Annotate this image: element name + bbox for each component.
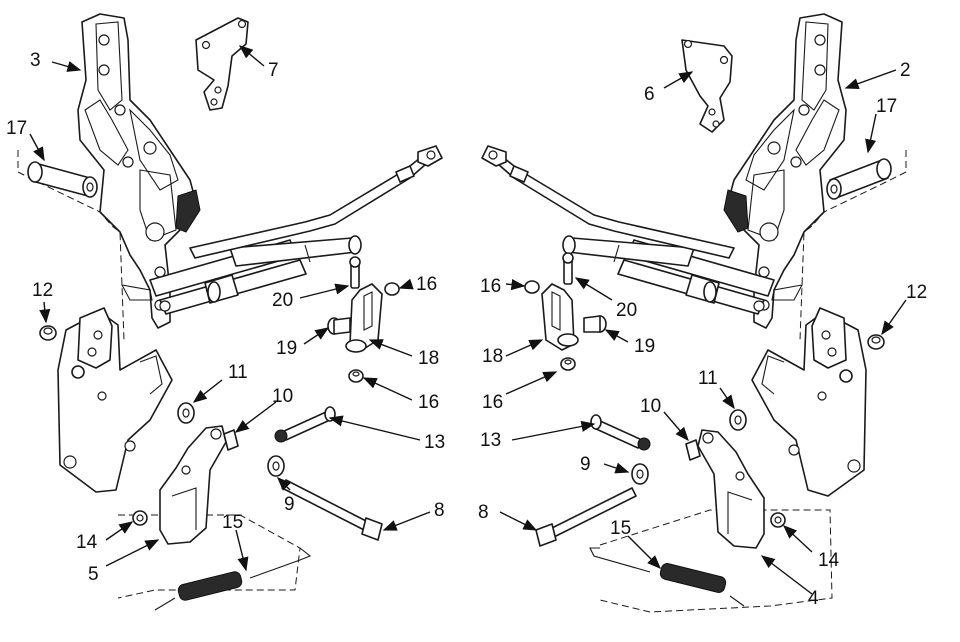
nut-left-16-lower [348, 369, 364, 383]
spring-left-15 [154, 547, 312, 611]
callout-16-b: 16 [418, 392, 439, 413]
lift-rod-left [189, 145, 443, 259]
nut-right-12 [867, 334, 885, 350]
callout-18-right: 18 [482, 346, 503, 367]
gas-strut-left-upper [149, 235, 362, 297]
callout-16-d: 16 [482, 392, 503, 413]
roller-tube-right [826, 158, 892, 200]
callout-14-left: 14 [76, 532, 98, 553]
callout-7: 7 [268, 60, 279, 81]
callout-10-right: 10 [640, 396, 661, 417]
callout-16-c: 16 [480, 276, 501, 297]
callout-5: 5 [88, 564, 99, 585]
leader-lines [29, 45, 907, 595]
nut-left-12 [39, 325, 57, 341]
callout-20-left: 20 [272, 290, 293, 311]
callout-8-right: 8 [478, 502, 489, 523]
callout-14-right: 14 [818, 550, 840, 571]
left-assembly [17, 13, 443, 611]
washer-left-11 [177, 402, 195, 424]
nut-right-16-upper [524, 280, 540, 294]
spring-right-15 [589, 547, 745, 607]
nut-left-14 [132, 510, 148, 526]
nut-left-16-upper [384, 282, 400, 296]
callout-17-right: 17 [876, 96, 897, 117]
right-spring-reference [599, 509, 833, 613]
callout-20-right: 20 [616, 300, 637, 321]
callout-11-left: 11 [228, 362, 248, 383]
right-assembly [481, 13, 907, 613]
callout-8-left: 8 [434, 500, 445, 521]
mounting-plate-right [751, 307, 867, 497]
callout-10-left: 10 [272, 386, 293, 407]
bracket-plate-right [681, 39, 733, 133]
callout-12-left: 12 [32, 280, 53, 301]
hinge-bracket-left [77, 13, 201, 329]
bushing-left-10 [223, 429, 239, 451]
callout-13-left: 13 [424, 432, 445, 453]
gas-strut-right-lower [617, 259, 765, 315]
bolt-left-13 [274, 406, 336, 443]
callout-12-right: 12 [906, 282, 927, 303]
pin-left-20 [349, 256, 361, 289]
callout-15-left: 15 [222, 512, 243, 533]
gas-strut-right-upper [562, 235, 775, 297]
pivot-bracket-right [697, 429, 765, 549]
callout-2: 2 [900, 60, 911, 81]
mounting-plate-left [57, 307, 173, 493]
washer-right-11 [729, 409, 747, 431]
pin-right-20 [562, 252, 574, 285]
nut-right-14 [770, 512, 786, 528]
lift-rod-right [481, 145, 735, 259]
callout-labels: 3 7 17 12 11 10 13 9 8 14 5 15 20 19 16 … [6, 50, 927, 609]
clevis-pin-right-19 [583, 315, 607, 333]
shaft-left-8 [281, 479, 383, 541]
bushing-right-10 [685, 439, 701, 461]
callout-18-left: 18 [418, 348, 439, 369]
callout-16-a: 16 [416, 274, 437, 295]
callout-19-left: 19 [276, 338, 297, 359]
washer-right-9 [631, 463, 649, 485]
callout-9-left: 9 [284, 494, 295, 515]
callout-11-right: 11 [698, 368, 718, 389]
callout-4: 4 [808, 588, 819, 609]
shaft-right-8 [535, 487, 637, 547]
callout-6: 6 [644, 84, 655, 105]
bracket-left-18 [345, 283, 383, 353]
callout-3: 3 [30, 50, 41, 71]
left-spring-reference [117, 514, 301, 599]
callout-9-right: 9 [580, 454, 591, 475]
bolt-right-13 [590, 414, 651, 451]
gas-strut-left-lower [159, 259, 307, 315]
bracket-plate-left [195, 17, 249, 111]
roller-tube-left [27, 161, 98, 198]
nut-right-16-lower [560, 357, 576, 371]
pivot-bracket-left [159, 425, 227, 545]
callout-17-left: 17 [6, 118, 27, 139]
bracket-right-18 [541, 283, 579, 351]
clevis-pin-left-19 [327, 317, 351, 335]
callout-13-right: 13 [480, 430, 501, 451]
washer-left-9 [267, 455, 285, 477]
callout-19-right: 19 [634, 336, 655, 357]
callout-15-right: 15 [610, 518, 631, 539]
